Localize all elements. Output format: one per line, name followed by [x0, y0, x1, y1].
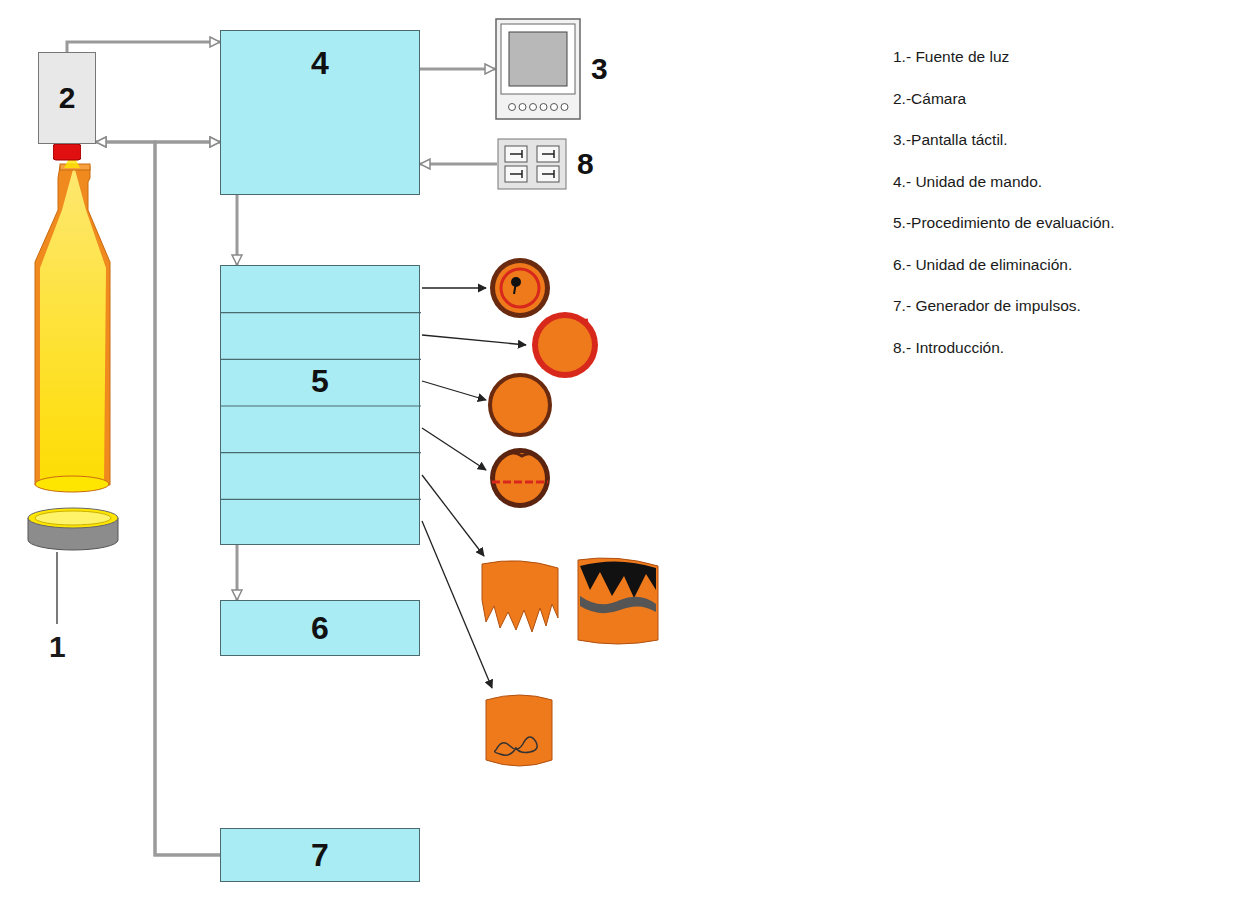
legend-line: 1.- Fuente de luz: [893, 48, 1009, 66]
signal-arrow: [67, 42, 220, 52]
node-number: 5: [311, 365, 329, 397]
touch-screen-icon: [495, 18, 581, 120]
defect-images: [422, 258, 658, 766]
node-number: 6: [311, 612, 329, 644]
row-dividers: [221, 266, 421, 546]
signal-arrow: [155, 142, 220, 855]
leader-line: [56, 552, 57, 624]
node-number: 3: [591, 54, 608, 84]
legend-line: 6.- Unidad de eliminación.: [893, 256, 1072, 274]
legend-line: 4.- Unidad de mando.: [893, 173, 1042, 191]
process-box: 6: [220, 600, 420, 656]
light-source: [28, 508, 118, 624]
legend-line: 7.- Generador de impulsos.: [893, 297, 1081, 315]
legend-line: 8.- Introducción.: [893, 339, 1004, 357]
node-number: 2: [59, 83, 76, 113]
callout-number: 1: [49, 630, 66, 664]
signal-arrow: [236, 195, 239, 265]
camera-node: 2: [38, 52, 96, 144]
keypad-icon: [497, 138, 567, 190]
signal-arrow: [420, 163, 497, 166]
signal-arrow: [420, 68, 495, 71]
process-box: 4: [220, 30, 420, 195]
process-box: 7: [220, 828, 420, 882]
screen-node: 3: [495, 18, 581, 120]
node-number: 4: [311, 47, 329, 79]
bottle: [35, 160, 110, 492]
process-box: 5: [220, 265, 420, 545]
signal-arrow: [236, 545, 239, 600]
keypad-node: 8: [497, 138, 567, 190]
legend-line: 3.-Pantalla táctil.: [893, 131, 1008, 149]
legend-line: 2.-Cámara: [893, 90, 966, 108]
camera-lens: [53, 144, 81, 162]
legend-line: 5.-Procedimiento de evaluación.: [893, 214, 1114, 232]
node-number: 8: [577, 149, 594, 179]
node-number: 7: [311, 839, 329, 871]
signal-arrow: [96, 142, 220, 855]
